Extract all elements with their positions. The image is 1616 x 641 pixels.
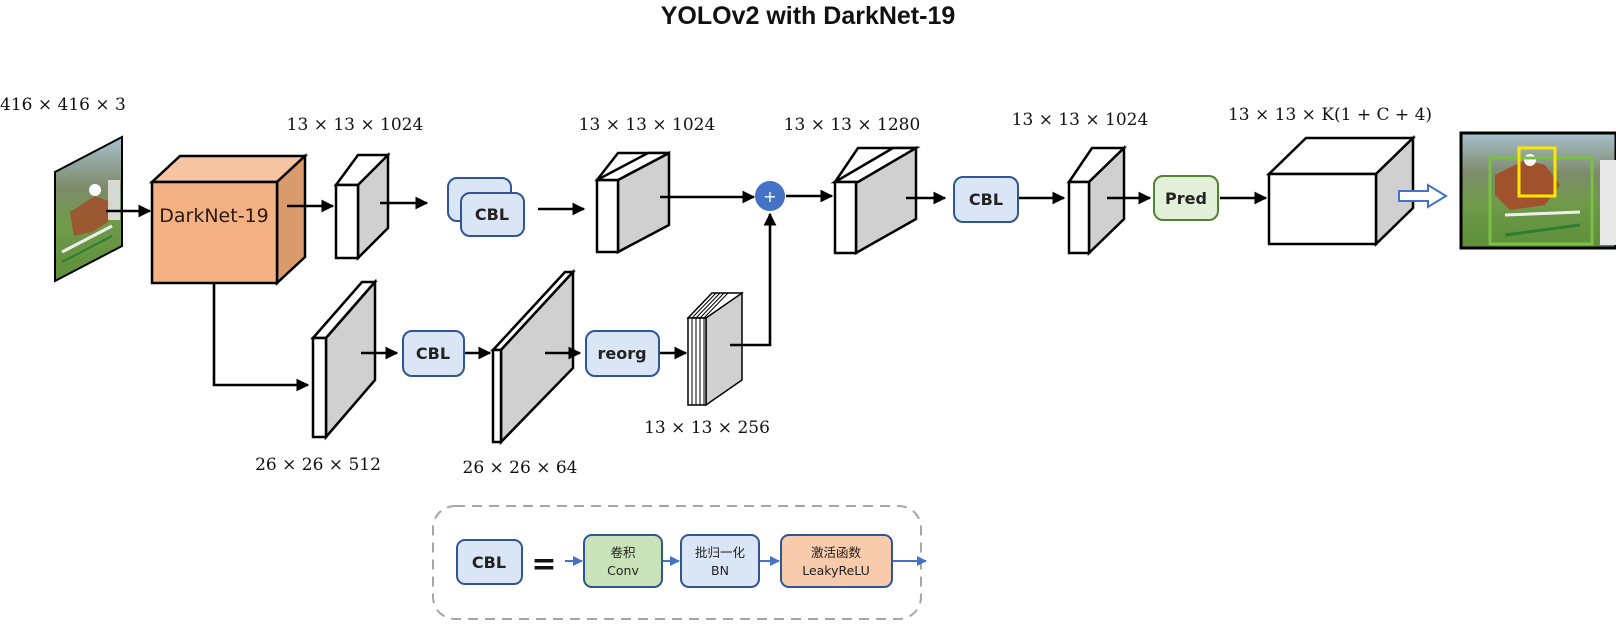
bbox-horse (1488, 156, 1594, 246)
tensor-26x26x512 (310, 278, 378, 441)
edge-backbone-to-b1 (212, 283, 310, 392)
legend-bn-zh: 批归一化 (695, 545, 746, 560)
output-tensor (1265, 135, 1417, 247)
backbone-label: DarkNet-19 (159, 205, 268, 227)
legend-bn-box (680, 534, 760, 588)
darknet19-backbone[interactable]: DarkNet-19 (148, 153, 309, 286)
b-tensor2-label: 26 × 26 × 64 (463, 458, 578, 478)
tensor-13x13x1024-a (333, 151, 391, 262)
b-tensor1-label: 26 × 26 × 512 (255, 455, 381, 475)
edge-b3-to-add (730, 212, 777, 347)
tensor-13x13x256-stacked (686, 291, 744, 407)
tensor1-label: 13 × 13 × 1024 (287, 115, 424, 135)
cbl-bottom-label: CBL (416, 344, 450, 363)
legend-activation-box (780, 534, 893, 588)
legend-bn-en: BN (711, 563, 729, 578)
legend-cbl-label: CBL (472, 553, 506, 572)
legend-conv-box (583, 534, 663, 588)
cbl-top-label: CBL (969, 190, 1003, 209)
cbl-block-top[interactable]: CBL (953, 176, 1019, 223)
legend-conv-en: Conv (607, 563, 639, 578)
pred-block[interactable]: Pred (1153, 175, 1219, 221)
tensor-26x26x64 (490, 268, 576, 446)
tensor-13x13x1024-b (594, 150, 671, 255)
cbl-block-bottom[interactable]: CBL (402, 330, 465, 377)
output-tensor-label: 13 × 13 × K(1 + C + 4) (1228, 105, 1432, 125)
reorg-block[interactable]: reorg (585, 330, 660, 377)
rider-icon (1524, 154, 1536, 166)
diagram-title: YOLOv2 with DarkNet-19 (661, 2, 956, 30)
tensor-13x13x1024-c (1066, 145, 1128, 256)
legend-equals: = (531, 547, 556, 582)
concat-add-node: + (755, 181, 785, 211)
pred-label: Pred (1165, 189, 1207, 208)
cbl-legend: CBL = 卷积 Conv 批归一化 BN 激活函数 LeakyReLU (432, 505, 927, 620)
bbox-rider (1517, 146, 1557, 198)
cbl-stack-block[interactable]: CBL (447, 177, 525, 237)
legend-activation-zh: 激活函数 (811, 545, 862, 560)
tensor-13x13x1280 (830, 145, 921, 256)
output-detection-image (1459, 131, 1616, 250)
reorg-label: reorg (597, 344, 646, 363)
plus-icon: + (763, 187, 776, 206)
horse-icon (70, 196, 112, 236)
input-size-label: 416 × 416 × 3 (0, 95, 126, 115)
tensor2-label: 13 × 13 × 1024 (579, 115, 716, 135)
legend-conv-zh: 卷积 (610, 545, 635, 560)
legend-activation-en: LeakyReLU (802, 563, 870, 578)
output-arrow-icon (1398, 183, 1448, 209)
legend-cbl-box (456, 539, 523, 585)
rider-icon (89, 184, 101, 196)
tensor4-label: 13 × 13 × 1024 (1012, 110, 1149, 130)
input-image (54, 135, 123, 283)
b-tensor3-label: 13 × 13 × 256 (644, 418, 770, 438)
cbl-stack-label: CBL (475, 205, 509, 224)
tensor3-label: 13 × 13 × 1280 (784, 115, 921, 135)
